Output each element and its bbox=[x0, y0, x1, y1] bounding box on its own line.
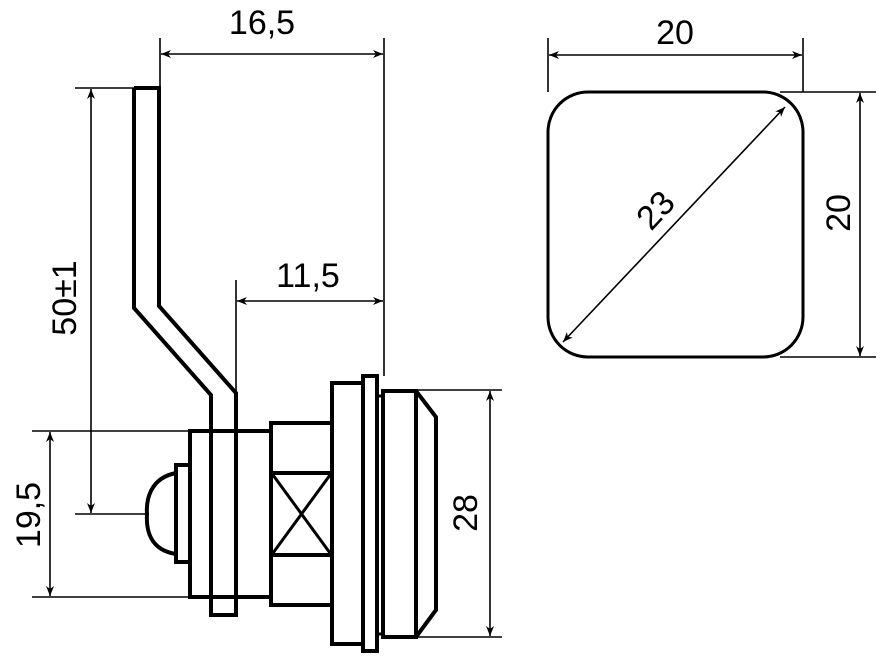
dimension-19-5: 19,5 bbox=[10, 430, 190, 598]
key-plate bbox=[174, 463, 192, 564]
key-dome bbox=[144, 471, 177, 556]
lock-body bbox=[144, 374, 438, 653]
dim-label-19-5: 19,5 bbox=[10, 482, 48, 548]
square-profile-view: 20 20 23 bbox=[546, 14, 876, 359]
dimension-16-5: 16,5 bbox=[159, 4, 385, 376]
dim-label-28: 28 bbox=[447, 494, 485, 532]
dimension-50: 50±1 bbox=[46, 87, 147, 515]
dim-label-16-5: 16,5 bbox=[229, 4, 295, 42]
lock-head bbox=[381, 389, 418, 639]
dim-label-11-5: 11,5 bbox=[276, 257, 340, 295]
cam-lever bbox=[132, 86, 238, 617]
dim-label-50: 50±1 bbox=[46, 260, 84, 335]
dimension-28: 28 bbox=[416, 389, 502, 638]
head-chamfer bbox=[414, 389, 438, 639]
dim-label-square-width: 20 bbox=[656, 14, 694, 52]
cylinder bbox=[188, 429, 273, 599]
square-profile bbox=[546, 90, 805, 359]
dim-label-square-diagonal: 23 bbox=[629, 184, 683, 238]
flange bbox=[330, 381, 365, 646]
washer bbox=[361, 374, 379, 653]
dimension-11-5: 11,5 bbox=[235, 257, 383, 393]
dim-label-square-height: 20 bbox=[820, 194, 858, 232]
